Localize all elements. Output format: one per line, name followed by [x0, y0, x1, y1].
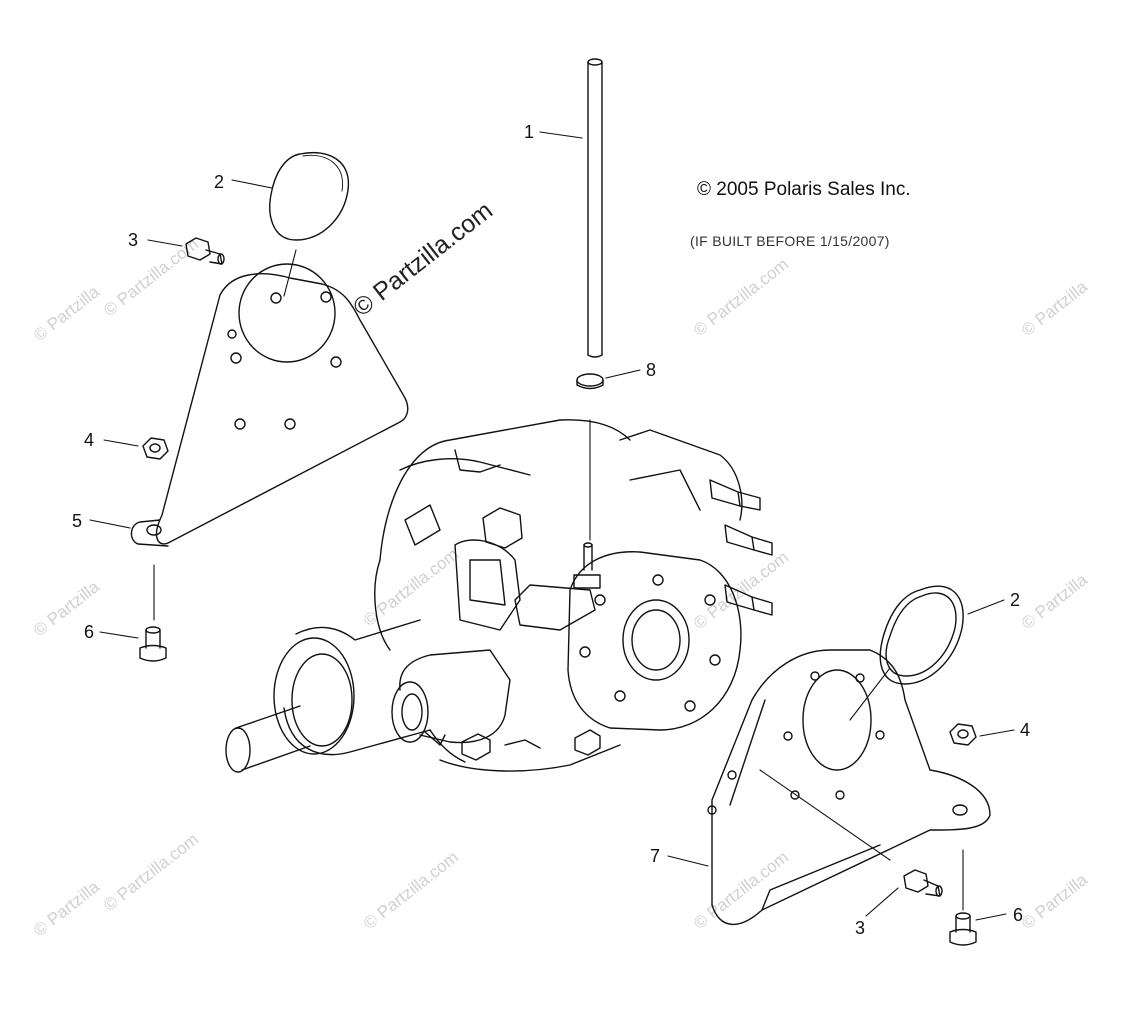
callout-1: 1	[524, 122, 534, 142]
part-bracket-left	[130, 263, 409, 547]
part-screw-right	[949, 912, 977, 946]
copyright-text: © 2005 Polaris Sales Inc.	[697, 179, 911, 200]
part-nut-left	[142, 437, 169, 460]
part-bolt-left	[185, 237, 225, 265]
part-gasket-right	[879, 585, 964, 685]
part-cover-left	[269, 152, 350, 241]
callout-4: 4	[84, 430, 94, 450]
callout-3: 3	[128, 230, 138, 250]
part-bolt-right	[903, 869, 943, 897]
part-bracket-right	[707, 649, 991, 926]
callout-2: 2	[1010, 590, 1020, 610]
part-gearcase	[225, 419, 773, 773]
callout-4: 4	[1020, 720, 1030, 740]
part-nut-right	[949, 723, 977, 746]
part-tube	[587, 58, 603, 358]
callout-6: 6	[1013, 905, 1023, 925]
part-clamp	[576, 373, 604, 390]
callout-7: 7	[650, 846, 660, 866]
part-screw-left	[139, 626, 167, 662]
callout-5: 5	[72, 511, 82, 531]
callout-2: 2	[214, 172, 224, 192]
callout-3: 3	[855, 918, 865, 938]
callout-6: 6	[84, 622, 94, 642]
build-date-note: (IF BUILT BEFORE 1/15/2007)	[690, 233, 890, 249]
callout-labels: 1 2 3 4 5 6 8 2 4 7 3 6	[72, 122, 1030, 938]
callout-8: 8	[646, 360, 656, 380]
leader-lines	[89, 131, 1015, 921]
